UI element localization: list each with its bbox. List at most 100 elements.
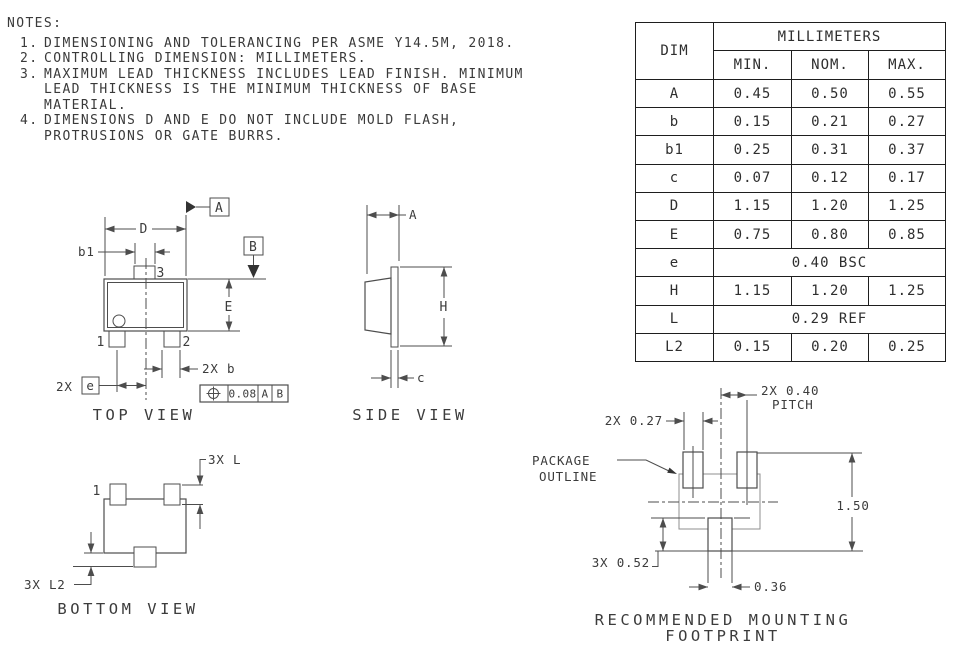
fcf-datum-1: A (261, 388, 268, 401)
note-item: 1. DIMENSIONING AND TOLERANCING PER ASME… (7, 36, 569, 52)
dim-pitch-value: 2X 0.40 (761, 383, 819, 398)
dim-c-label: c (417, 370, 425, 385)
dim-overall-height: 1.50 (836, 453, 869, 551)
side-view-title: SIDE VIEW (352, 406, 468, 424)
table-row: c 0.07 0.12 0.17 (635, 163, 946, 193)
table-row: L2 0.15 0.20 0.25 (635, 332, 946, 362)
datum-a-flag: A (186, 197, 230, 217)
table-cell: 1.15 (713, 191, 792, 221)
dim-3x-L2: 3X L2 (24, 532, 95, 592)
note-item: 2. CONTROLLING DIMENSION: MILLIMETERS. (7, 51, 569, 67)
dim-3x-L: 3X L (196, 452, 241, 529)
table-cell: 1.20 (791, 276, 869, 306)
pitch-symbol-label: e (86, 378, 94, 393)
notes-title: NOTES: (7, 16, 63, 31)
qty-2x-label: 2X (56, 379, 73, 394)
side-view-geometry (364, 205, 452, 388)
table-cell: 0.27 (868, 107, 946, 137)
bottom-view-title: BOTTOM VIEW (57, 600, 198, 618)
dim-D: D (105, 222, 186, 237)
table-cell: 0.25 (713, 135, 792, 165)
footprint-pad (707, 517, 733, 552)
footprint-view: 2X 0.40 PITCH 2X 0.27 PACKAGE OUTLINE 1.… (532, 383, 869, 645)
table-cell: b (635, 107, 714, 137)
table-cell: E (635, 219, 714, 250)
dim-center-pad-width: 0.36 (689, 579, 787, 594)
dim-d-label: D (139, 222, 148, 237)
top-view-geometry (103, 215, 266, 400)
dim-e-label: E (224, 300, 233, 315)
dimension-table: DIM MILLIMETERS MIN. NOM. MAX. A 0.45 0.… (635, 22, 946, 362)
table-cell: L (635, 304, 714, 334)
dim-b1-label: b1 (78, 244, 95, 259)
table-cell-span: 0.29 REF (713, 304, 946, 334)
side-view: A H c SIDE VIEW (352, 205, 468, 424)
table-row: b 0.15 0.21 0.27 (635, 107, 946, 137)
table-cell: 0.50 (791, 78, 869, 109)
table-row: L 0.29 REF (635, 304, 946, 334)
datum-triangle-icon (186, 201, 196, 213)
column-header-min: MIN. (713, 50, 792, 80)
table-cell: 0.45 (713, 78, 792, 109)
pin1-number: 1 (92, 484, 101, 499)
dim-c: c (371, 370, 425, 385)
pin1-indicator-mark (112, 314, 126, 328)
note-text: MAXIMUM LEAD THICKNESS INCLUDES LEAD FIN… (44, 66, 524, 113)
feature-control-frame: 0.08 A B (199, 384, 289, 403)
column-header-max: MAX. (868, 50, 946, 80)
dim-2x-e: 2X e (56, 376, 146, 395)
table-cell: 0.12 (791, 163, 869, 193)
dim-H: H (439, 267, 448, 346)
table-row: D 1.15 1.20 1.25 (635, 191, 946, 221)
column-header-nom: NOM. (791, 50, 869, 80)
dim-a-label: A (409, 207, 417, 222)
note-text: DIMENSIONING AND TOLERANCING PER ASME Y1… (44, 35, 515, 51)
table-cell: 0.21 (791, 107, 869, 137)
dim-pad-height-label: 3X 0.52 (592, 555, 650, 570)
table-cell: A (635, 78, 714, 109)
fcf-tolerance: 0.08 (228, 388, 256, 401)
table-cell: 0.15 (713, 107, 792, 137)
dim-pitch: 2X 0.40 PITCH (721, 383, 819, 412)
table-row: H 1.15 1.20 1.25 (635, 276, 946, 306)
table-cell: b1 (635, 135, 714, 165)
dim-pad-width: 2X 0.27 (605, 413, 718, 428)
dim-l-label: 3X L (208, 452, 241, 467)
footprint-title-line1: RECOMMENDED MOUNTING (595, 611, 852, 629)
table-cell: 0.17 (868, 163, 946, 193)
table-cell: 1.25 (868, 276, 946, 306)
bottom-view: 3X L 3X L2 1 BOTTOM VIEW (24, 452, 241, 618)
dim-A: A (367, 207, 417, 222)
table-cell: 0.20 (791, 332, 869, 362)
table-cell: 1.20 (791, 191, 869, 221)
table-cell: 0.07 (713, 163, 792, 193)
footprint-geometry (648, 388, 863, 583)
table-cell: 1.25 (868, 191, 946, 221)
fcf-datum-2: B (276, 388, 283, 401)
column-group-header: MILLIMETERS (713, 22, 946, 51)
dim-pitch-word: PITCH (772, 397, 814, 412)
table-cell: 0.25 (868, 332, 946, 362)
pin1-number: 1 (96, 335, 105, 350)
package-outline-callout: PACKAGE OUTLINE (532, 453, 677, 484)
table-cell: L2 (635, 332, 714, 362)
table-row: A 0.45 0.50 0.55 (635, 78, 946, 109)
outline-label-line2: OUTLINE (539, 469, 597, 484)
note-text: DIMENSIONS D AND E DO NOT INCLUDE MOLD F… (44, 113, 460, 144)
pin3-number: 3 (156, 266, 165, 281)
note-item: 3. MAXIMUM LEAD THICKNESS INCLUDES LEAD … (7, 67, 569, 114)
column-header-dim: DIM (635, 22, 714, 80)
note-number: 4. (20, 113, 39, 128)
table-cell: 0.55 (868, 78, 946, 109)
footprint-title-line2: FOOTPRINT (665, 627, 781, 645)
dim-h-label: H (439, 300, 448, 315)
top-view: D b1 A B E (56, 197, 289, 424)
datum-b-flag: B (243, 236, 264, 278)
table-cell: e (635, 248, 714, 278)
table-cell: 0.31 (791, 135, 869, 165)
table-cell: 0.37 (868, 135, 946, 165)
table-cell: 1.15 (713, 276, 792, 306)
dim-2x-b: 2X b (144, 361, 235, 376)
